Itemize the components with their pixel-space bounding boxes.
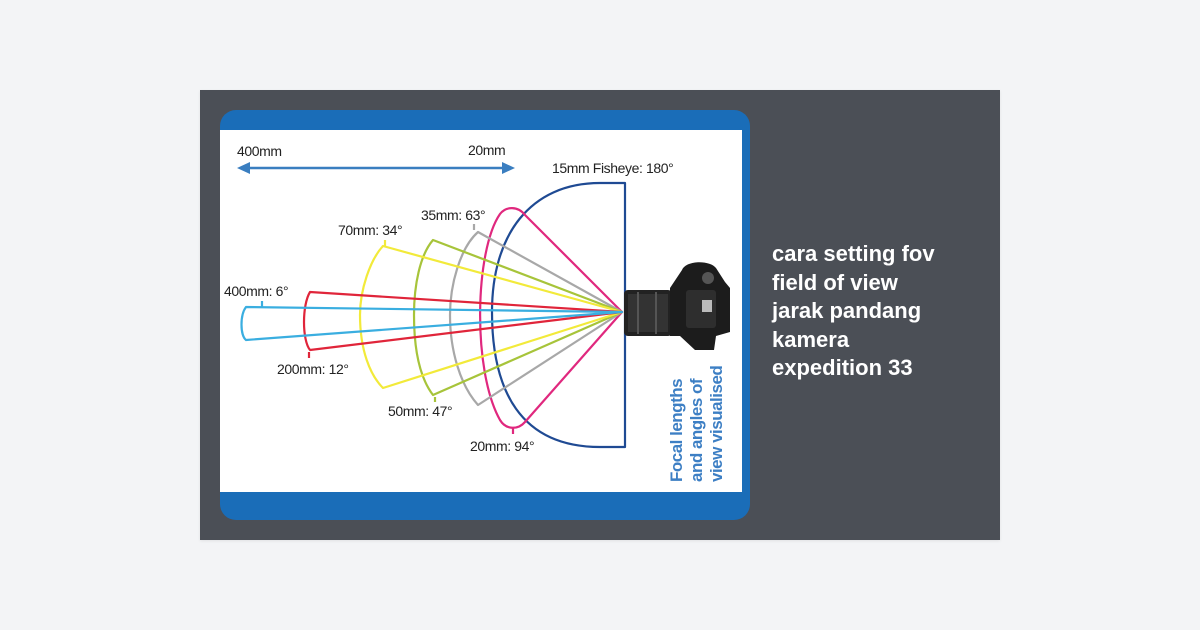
fov-35mm bbox=[448, 230, 624, 407]
focal-range-arrow bbox=[237, 162, 515, 174]
fov-400mm bbox=[240, 305, 624, 342]
diagram-svg: 400mm 20mm bbox=[224, 142, 730, 482]
arrow-right-label: 20mm bbox=[468, 142, 505, 158]
label-20mm: 20mm: 94° bbox=[470, 438, 534, 454]
title-line: cara setting fov bbox=[772, 241, 935, 266]
title-line: kamera bbox=[772, 326, 850, 352]
label-200mm: 200mm: 12° bbox=[277, 361, 349, 377]
fov-70mm bbox=[358, 244, 624, 390]
title-line: field of view bbox=[772, 269, 898, 295]
svg-text:view visualised: view visualised bbox=[707, 366, 726, 482]
title-line: expedition 33 bbox=[772, 355, 913, 380]
page-title: cara setting fov field of view jarak pan… bbox=[772, 240, 982, 383]
fov-20mm bbox=[479, 207, 624, 429]
title-line: jarak pandang bbox=[772, 298, 922, 323]
svg-text:Focal lengths: Focal lengths bbox=[667, 379, 686, 482]
side-caption: Focal lengths and angles of view visuali… bbox=[667, 366, 726, 482]
fov-fisheye bbox=[490, 181, 627, 449]
label-400mm: 400mm: 6° bbox=[224, 283, 288, 299]
label-50mm: 50mm: 47° bbox=[388, 403, 452, 419]
label-70mm: 70mm: 34° bbox=[338, 222, 402, 238]
svg-text:and angles of: and angles of bbox=[687, 378, 706, 482]
label-fisheye: 15mm Fisheye: 180° bbox=[552, 160, 673, 176]
fov-200mm bbox=[302, 290, 624, 352]
camera-icon bbox=[624, 262, 730, 350]
label-35mm: 35mm: 63° bbox=[421, 207, 485, 223]
arrow-left-label: 400mm bbox=[237, 143, 282, 159]
focal-length-diagram: 400mm 20mm bbox=[220, 110, 750, 520]
fov-50mm bbox=[412, 238, 624, 397]
